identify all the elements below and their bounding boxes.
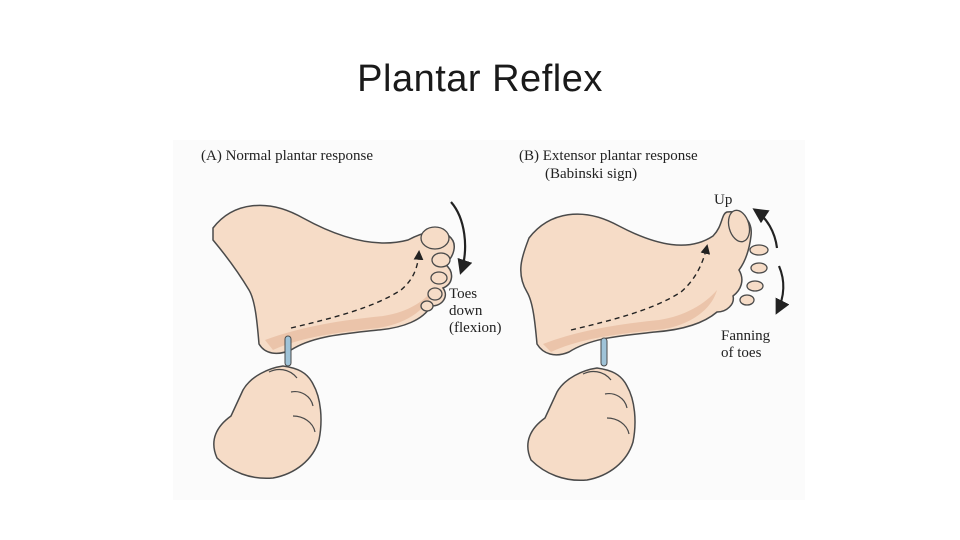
plantar-reflex-figure: (A) Normal plantar response Toes bbox=[173, 140, 805, 500]
reflex-instrument-a bbox=[285, 336, 291, 366]
fanning-arrow bbox=[777, 266, 783, 312]
hand-b bbox=[528, 368, 635, 480]
annotation-up: Up bbox=[714, 192, 732, 208]
panel-a: (A) Normal plantar response Toes bbox=[201, 148, 501, 478]
hand-a bbox=[214, 366, 321, 478]
panel-a-title: (A) Normal plantar response bbox=[201, 148, 373, 164]
up-arrow bbox=[755, 210, 777, 248]
panel-b-title-line2: (Babinski sign) bbox=[545, 166, 637, 182]
annotation-fanning: Fanning bbox=[721, 328, 771, 344]
foot-b bbox=[521, 212, 751, 355]
slide-title: Plantar Reflex bbox=[0, 58, 960, 101]
reflex-instrument-b bbox=[601, 338, 607, 366]
flexion-arrow bbox=[451, 202, 465, 272]
annotation-flexion: (flexion) bbox=[449, 320, 501, 336]
illustration: (A) Normal plantar response Toes bbox=[173, 140, 805, 500]
panel-b-title-line1: (B) Extensor plantar response bbox=[519, 148, 698, 164]
panel-b: (B) Extensor plantar response (Babinski … bbox=[519, 148, 783, 480]
annotation-toes: Toes bbox=[449, 286, 477, 302]
annotation-of-toes: of toes bbox=[721, 345, 762, 361]
annotation-down: down bbox=[449, 303, 483, 319]
